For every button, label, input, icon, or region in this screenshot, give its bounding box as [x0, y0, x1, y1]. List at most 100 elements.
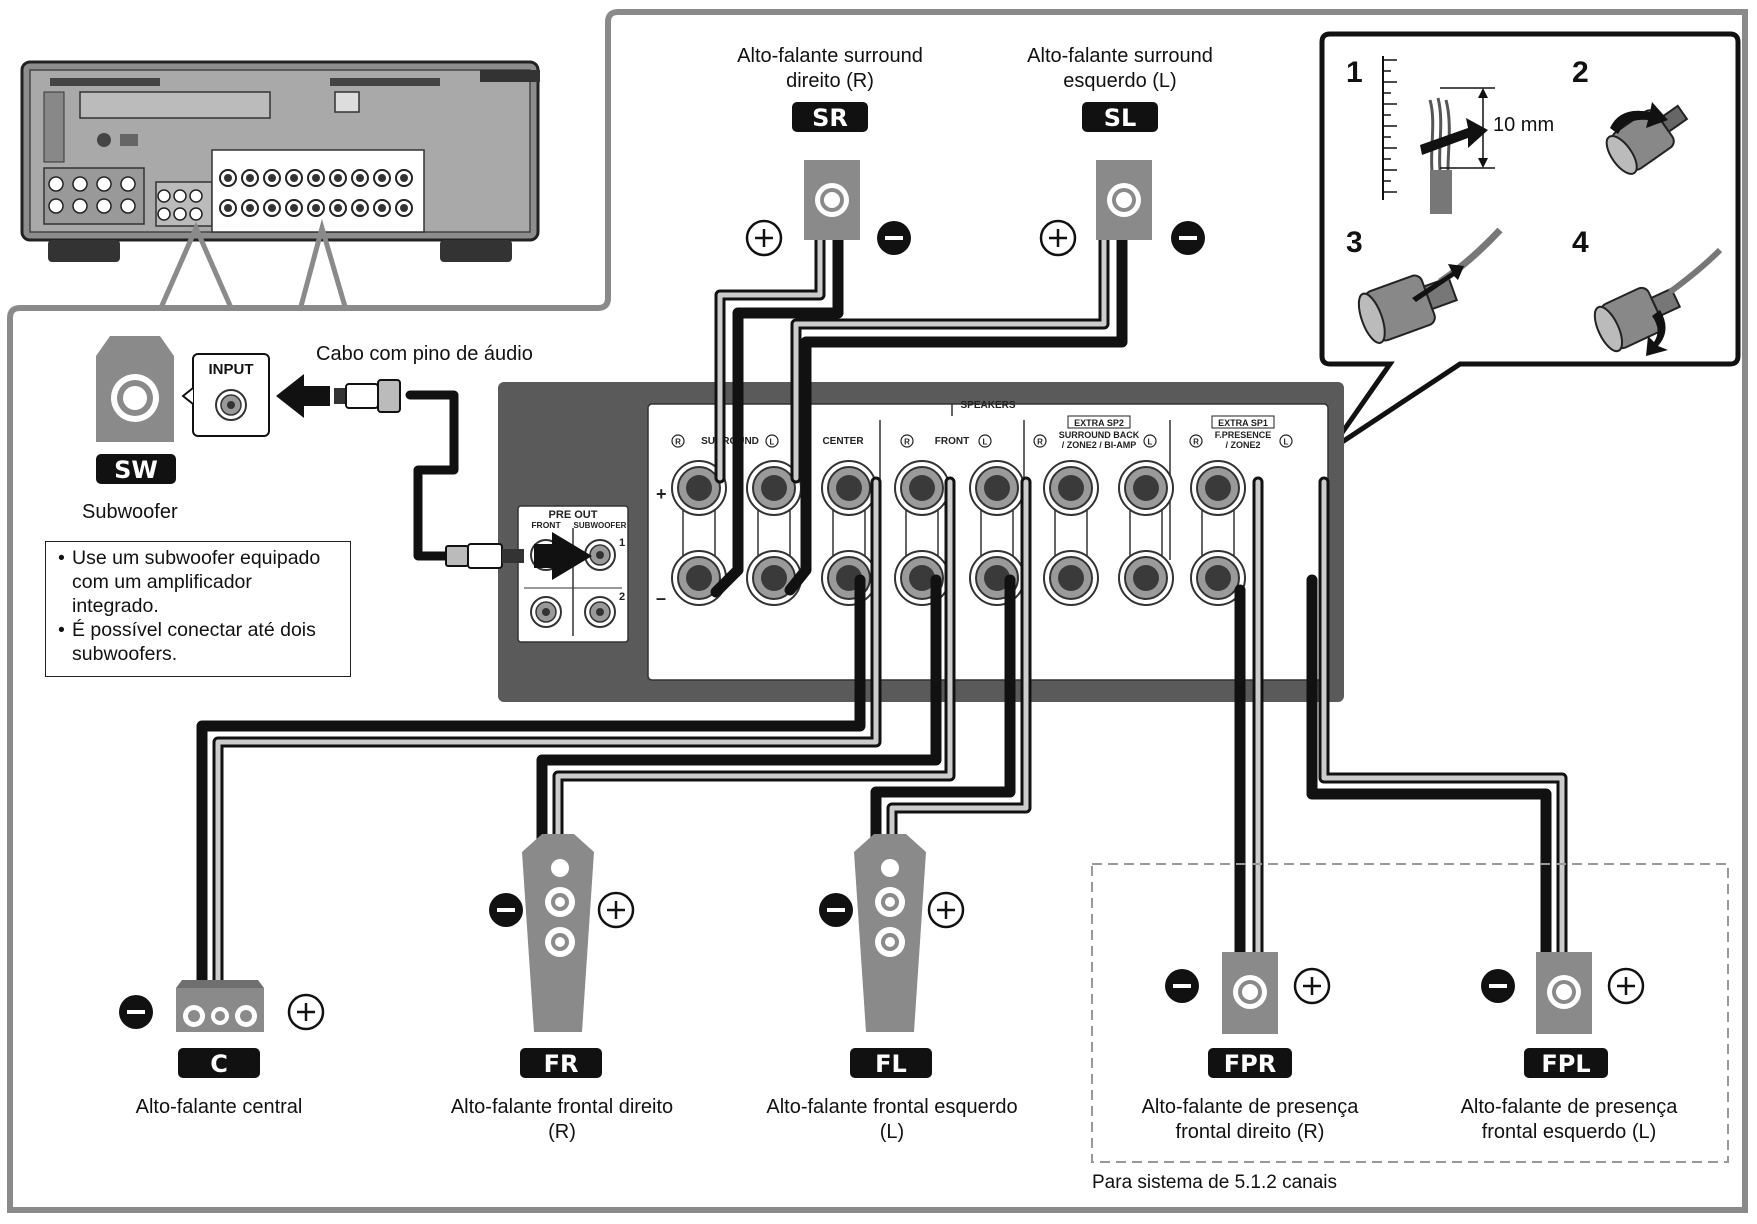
panel-minus-mark: – — [656, 588, 666, 608]
thumb-jack — [96, 198, 112, 214]
badge-sl: SL — [1082, 102, 1158, 132]
badge-fpl: FPL — [1524, 1048, 1608, 1078]
panel-plus-mark: + — [656, 484, 667, 504]
pre-out-arrow-icon — [534, 532, 592, 580]
panel-zone2-biamp-label: / ZONE2 / BI-AMP — [1062, 440, 1137, 450]
channel-mark-circle — [671, 434, 685, 448]
panel-front-label: FRONT — [935, 436, 969, 447]
sr-plus-icon — [745, 219, 783, 257]
channel-mark-circle — [1033, 434, 1047, 448]
receiver-rear-thumbnail — [20, 60, 540, 262]
outer-frame — [7, 9, 1748, 1213]
pre-out-front-label: FRONT — [531, 520, 561, 530]
thumb-jack — [48, 176, 64, 192]
thumb-terminal-core — [246, 204, 254, 212]
note-item: É possível conectar até dois subwoofers. — [58, 618, 344, 666]
speaker-terminal — [1190, 460, 1246, 516]
sr-label-line1: Alto-falante surround — [737, 45, 923, 67]
fl-label-line2: (L) — [880, 1121, 904, 1143]
receiver-speaker-panel: SPEAKERS SURROUND CENTER FRONT EXTRA SP2… — [498, 382, 1344, 702]
fpr-label-line2: frontal direito (R) — [1176, 1121, 1325, 1143]
speaker-fr — [487, 834, 635, 1032]
thumb-terminal-core — [290, 174, 298, 182]
channel-mark-text: R — [1037, 438, 1043, 447]
thumb-jack — [72, 198, 88, 214]
zoom-callout-lines — [157, 218, 349, 312]
input-arrow-icon — [276, 374, 330, 418]
badge-c-text: C — [210, 1050, 228, 1078]
thumb-rca — [157, 207, 171, 221]
panel-extra-sp2-label: EXTRA SP2 — [1074, 418, 1124, 428]
badge-sw: SW — [96, 454, 176, 484]
thumb-terminal-core — [268, 204, 276, 212]
fpr-plus-icon — [1293, 967, 1331, 1005]
sl-minus-icon — [1169, 219, 1207, 257]
c-minus-icon — [117, 993, 155, 1031]
speaker-terminal — [969, 460, 1025, 516]
channel-mark-circle — [1189, 434, 1203, 448]
speaker-terminal — [1043, 460, 1099, 516]
presence-group-label: Para sistema de 5.1.2 canais — [1092, 1172, 1337, 1193]
step-4-number: 4 — [1572, 226, 1589, 259]
channel-mark-text: R — [675, 438, 681, 447]
thumb-rca — [189, 207, 203, 221]
speaker-terminal — [1043, 550, 1099, 606]
channel-mark-circle — [765, 434, 779, 448]
pre-out-subwoofer-label: SUBWOOFER — [574, 521, 627, 530]
fpl-label-line1: Alto-falante de presença — [1461, 1096, 1679, 1118]
pre-out-label: PRE OUT — [549, 509, 598, 521]
channel-mark-text: L — [1148, 438, 1153, 447]
badge-c: C — [178, 1048, 260, 1078]
pre-out-plug — [445, 532, 592, 580]
badge-sw-text: SW — [114, 456, 158, 484]
badge-fpr: FPR — [1208, 1048, 1292, 1078]
panel-extra-sp1-label: EXTRA SP1 — [1218, 418, 1268, 428]
thumb-rca — [157, 189, 171, 203]
presence-group-box — [1091, 863, 1729, 1163]
wire-steps-box: 1 2 3 4 10 mm — [1319, 31, 1741, 453]
thumb-terminal-core — [312, 174, 320, 182]
pre-out-2-label: 2 — [619, 591, 625, 603]
thumb-jack — [120, 198, 136, 214]
badge-sl-text: SL — [1104, 104, 1137, 132]
sl-plus-icon — [1039, 219, 1077, 257]
strip-length-label: 10 mm — [1493, 114, 1554, 136]
thumb-jack — [72, 176, 88, 192]
terminal-loosen-icon — [1605, 104, 1689, 175]
thumb-rca — [189, 189, 203, 203]
twist-arrow-icon — [1420, 118, 1488, 155]
thumb-terminal-core — [378, 204, 386, 212]
wire-insert-icon — [1357, 274, 1459, 344]
badge-fpr-text: FPR — [1224, 1050, 1276, 1078]
fpr-label-line1: Alto-falante de presença — [1142, 1096, 1360, 1118]
speaker-sr — [745, 160, 913, 257]
sr-label-line2: direito (R) — [786, 70, 874, 92]
fl-label-line1: Alto-falante frontal esquerdo — [766, 1096, 1017, 1118]
thumb-rca — [173, 189, 187, 203]
thumb-terminal-core — [246, 174, 254, 182]
channel-mark-text: L — [1284, 438, 1289, 447]
panel-speakers-title: SPEAKERS — [960, 400, 1015, 411]
subwoofer-input-label: INPUT — [209, 361, 254, 378]
thumb-terminal-core — [400, 204, 408, 212]
channel-mark-text: R — [1193, 438, 1199, 447]
thumb-rca — [173, 207, 187, 221]
cable-label: Cabo com pino de áudio — [316, 343, 533, 365]
fr-minus-icon — [487, 891, 525, 929]
thumb-terminal-core — [290, 204, 298, 212]
thumb-terminal-core — [400, 174, 408, 182]
step-1-number: 1 — [1346, 56, 1363, 89]
thumb-jack — [120, 176, 136, 192]
note-item: Use um subwoofer equipado com um amplifi… — [58, 546, 344, 618]
fpl-label-line2: frontal esquerdo (L) — [1482, 1121, 1657, 1143]
step-3-number: 3 — [1346, 226, 1363, 259]
badge-fl: FL — [850, 1048, 932, 1078]
speaker-terminal — [1118, 550, 1174, 606]
badge-sr-text: SR — [812, 104, 848, 132]
channel-mark-circle — [1143, 434, 1157, 448]
thumb-jack — [48, 198, 64, 214]
subwoofer-notes: Use um subwoofer equipado com um amplifi… — [45, 541, 351, 677]
fr-label-line1: Alto-falante frontal direito — [451, 1096, 673, 1118]
channel-mark-circle — [978, 434, 992, 448]
